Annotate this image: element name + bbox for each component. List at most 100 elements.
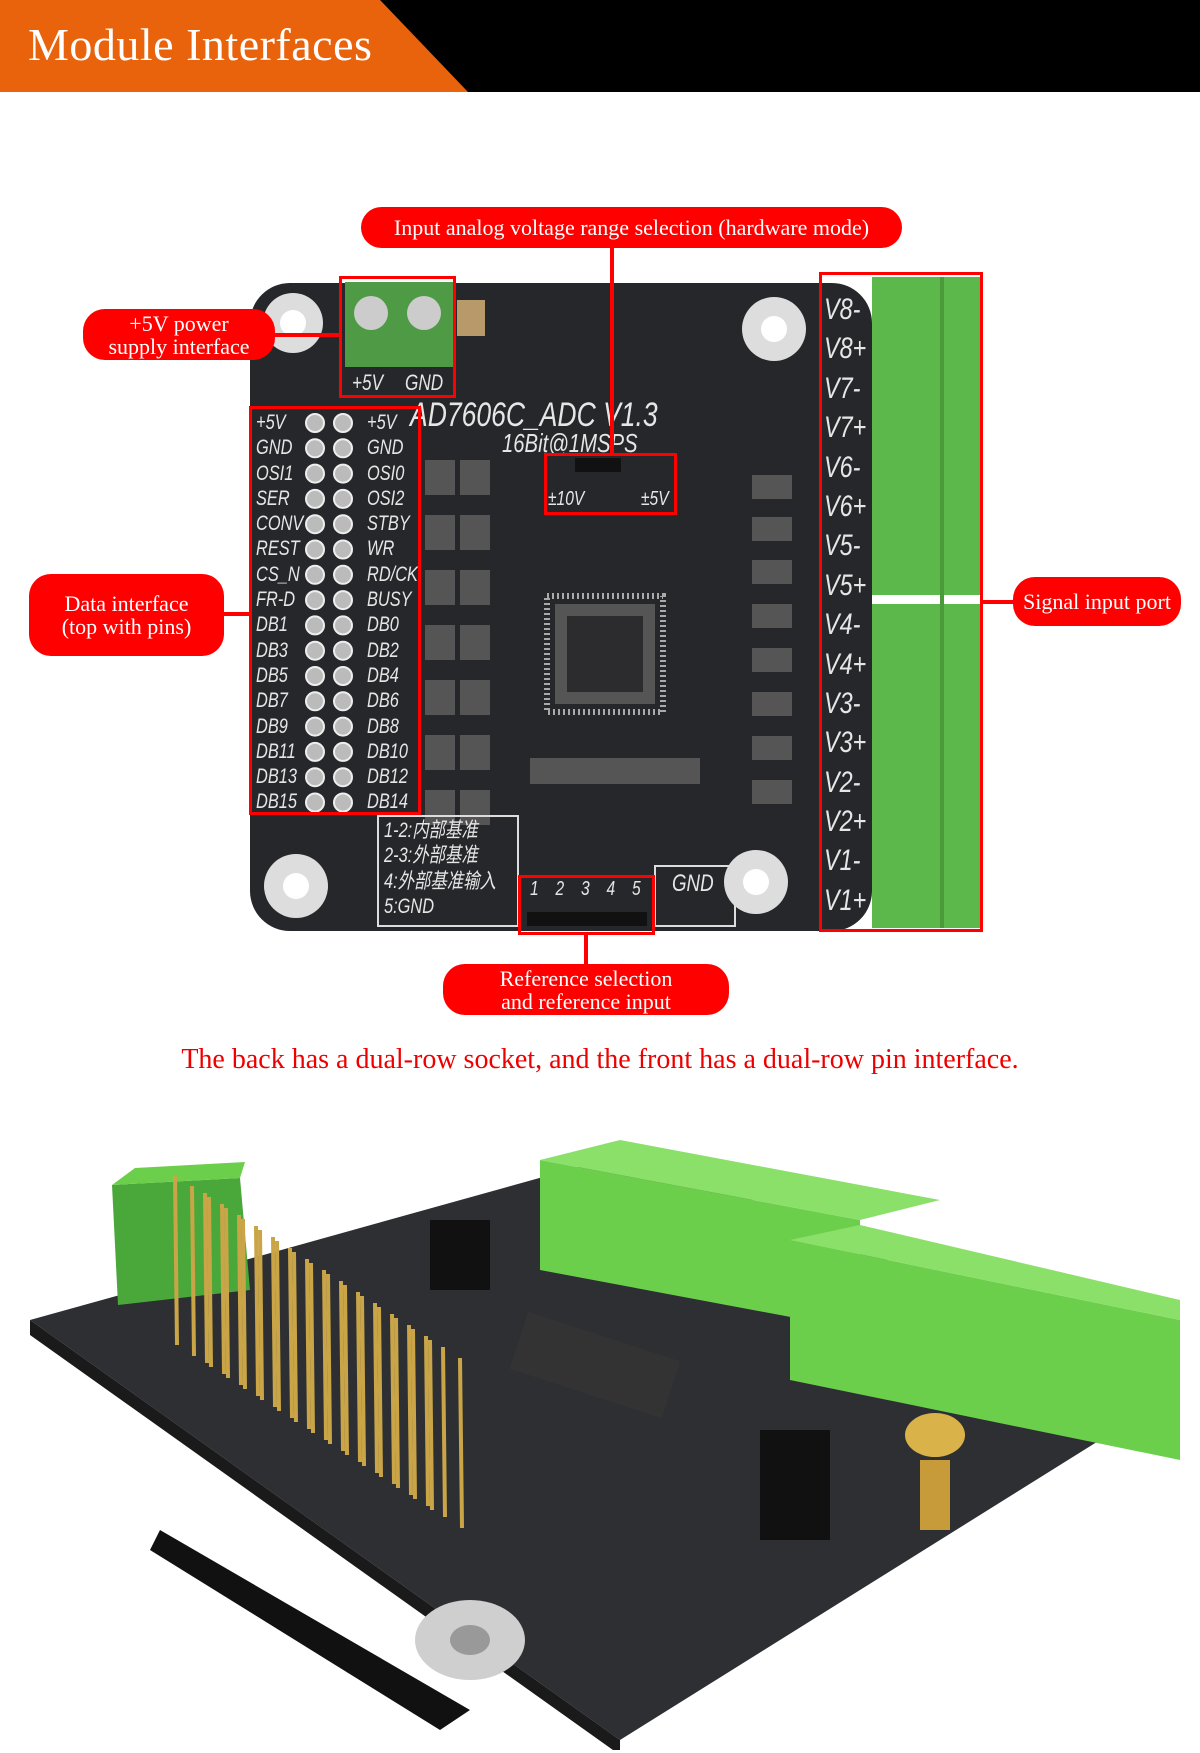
connector-line <box>224 612 250 616</box>
gold-pin <box>394 1317 400 1489</box>
pin-label-right: OSI0 <box>367 461 405 485</box>
gold-pin <box>271 1236 277 1408</box>
pin-label-right: OSI2 <box>367 486 405 510</box>
input-label: V3- <box>824 686 861 720</box>
gold-pin <box>173 1174 179 1346</box>
callout-text: and reference input <box>501 988 671 1014</box>
pin-pad <box>333 666 353 686</box>
gold-pin <box>360 1295 366 1467</box>
caption: The back has a dual-row socket, and the … <box>181 1044 1019 1075</box>
ref-note: 5:GND <box>384 894 435 918</box>
highlight-power <box>339 276 456 398</box>
pin-pad <box>333 640 353 661</box>
pin-pad <box>333 438 353 459</box>
ref-pin-numbers: 1 2 3 4 5 <box>530 878 647 900</box>
pin-pad <box>333 539 353 560</box>
pin-label-left: +5V <box>256 411 286 434</box>
pin-label-right: DB4 <box>367 663 399 687</box>
gold-pin <box>373 1302 379 1474</box>
gold-pin <box>441 1346 447 1518</box>
connector-line <box>275 333 340 337</box>
mounting-hole-icons <box>263 293 806 918</box>
highlight-signal <box>819 272 983 932</box>
input-label: V8- <box>824 293 861 326</box>
pin-label-right: STBY <box>367 512 410 536</box>
pin-pad <box>305 767 325 788</box>
callout-range: Input analog voltage range selection (ha… <box>361 207 902 248</box>
gold-pin <box>220 1203 226 1375</box>
input-label: V5- <box>824 529 861 563</box>
pin-pad <box>333 413 353 433</box>
pin-pad <box>305 615 325 636</box>
pin-pad <box>333 767 353 788</box>
pin-pad <box>333 741 353 762</box>
pin-pad <box>333 463 353 484</box>
jumper-block <box>430 1220 490 1290</box>
power-label-5v: +5V <box>352 370 384 395</box>
adc-chip <box>509 1311 681 1419</box>
pin-pad <box>305 640 325 661</box>
pin-label-right: DB14 <box>367 790 408 814</box>
gold-pin <box>309 1262 315 1434</box>
gold-pin <box>390 1313 396 1485</box>
callout-signal: Signal input port <box>1013 577 1181 626</box>
capacitor <box>457 300 485 336</box>
pin-pad <box>333 792 353 813</box>
gold-pin <box>326 1273 332 1445</box>
input-label: V7+ <box>824 411 867 445</box>
callout-text: Signal input port <box>1023 589 1171 614</box>
input-label: V2- <box>824 765 861 799</box>
pin-label-right: DB6 <box>367 689 399 713</box>
pin-label-right: DB12 <box>367 765 408 789</box>
gold-pin <box>203 1192 209 1364</box>
gnd-label: GND <box>672 870 714 897</box>
page-title: Module Interfaces <box>28 19 373 70</box>
pin-pad <box>333 615 353 636</box>
pin-label-left: CS_N <box>256 562 300 586</box>
power-terminal <box>345 282 453 367</box>
highlight-jumper <box>544 453 677 515</box>
gold-pin <box>343 1284 349 1456</box>
pin-label-right: WR <box>367 537 395 561</box>
highlight-ref <box>518 875 655 935</box>
pin-pad <box>305 488 325 509</box>
pin-pad <box>305 438 325 459</box>
gold-pin <box>254 1225 260 1397</box>
pin-pad <box>305 564 325 585</box>
pin-pad <box>305 514 325 535</box>
pin-pad <box>333 716 353 737</box>
callout-text: Input analog voltage range selection (ha… <box>393 215 870 240</box>
gold-pin <box>275 1240 281 1412</box>
pin-pad <box>305 792 325 813</box>
callout-text: Data interface <box>64 591 189 616</box>
pin-label-right: DB0 <box>367 613 399 637</box>
jumper-headers <box>527 458 647 926</box>
gold-pin <box>411 1328 417 1500</box>
input-label: V3+ <box>824 726 867 760</box>
pin-label-left: SER <box>256 486 290 510</box>
gold-pin <box>241 1218 247 1390</box>
connector-line <box>610 247 614 455</box>
input-label: V2+ <box>824 805 867 839</box>
pin-label-left: DB5 <box>256 663 288 687</box>
gold-pin <box>407 1324 413 1496</box>
input-label: V1- <box>824 844 861 878</box>
input-labels: V8-V8+V7-V7+V6-V6+V5-V5+V4-V4+V3-V3+V2-V… <box>824 290 866 920</box>
pin-label-right: DB10 <box>367 739 408 763</box>
gold-pin <box>424 1335 430 1507</box>
input-label: V5+ <box>824 568 867 602</box>
pin-label-left: DB11 <box>256 739 296 763</box>
gold-pin <box>207 1196 213 1368</box>
green-terminal-blocks <box>540 1140 1180 1460</box>
power-label-gnd: GND <box>405 370 444 395</box>
input-label: V1+ <box>824 883 867 917</box>
pin-pad <box>305 590 325 611</box>
header-tab <box>0 0 468 92</box>
callout-text: (top with pins) <box>61 614 192 639</box>
pin-label-right: GND <box>367 436 404 460</box>
callout-text: supply interface <box>108 333 250 359</box>
pin-pad <box>305 539 325 560</box>
input-label: V6- <box>824 450 861 484</box>
